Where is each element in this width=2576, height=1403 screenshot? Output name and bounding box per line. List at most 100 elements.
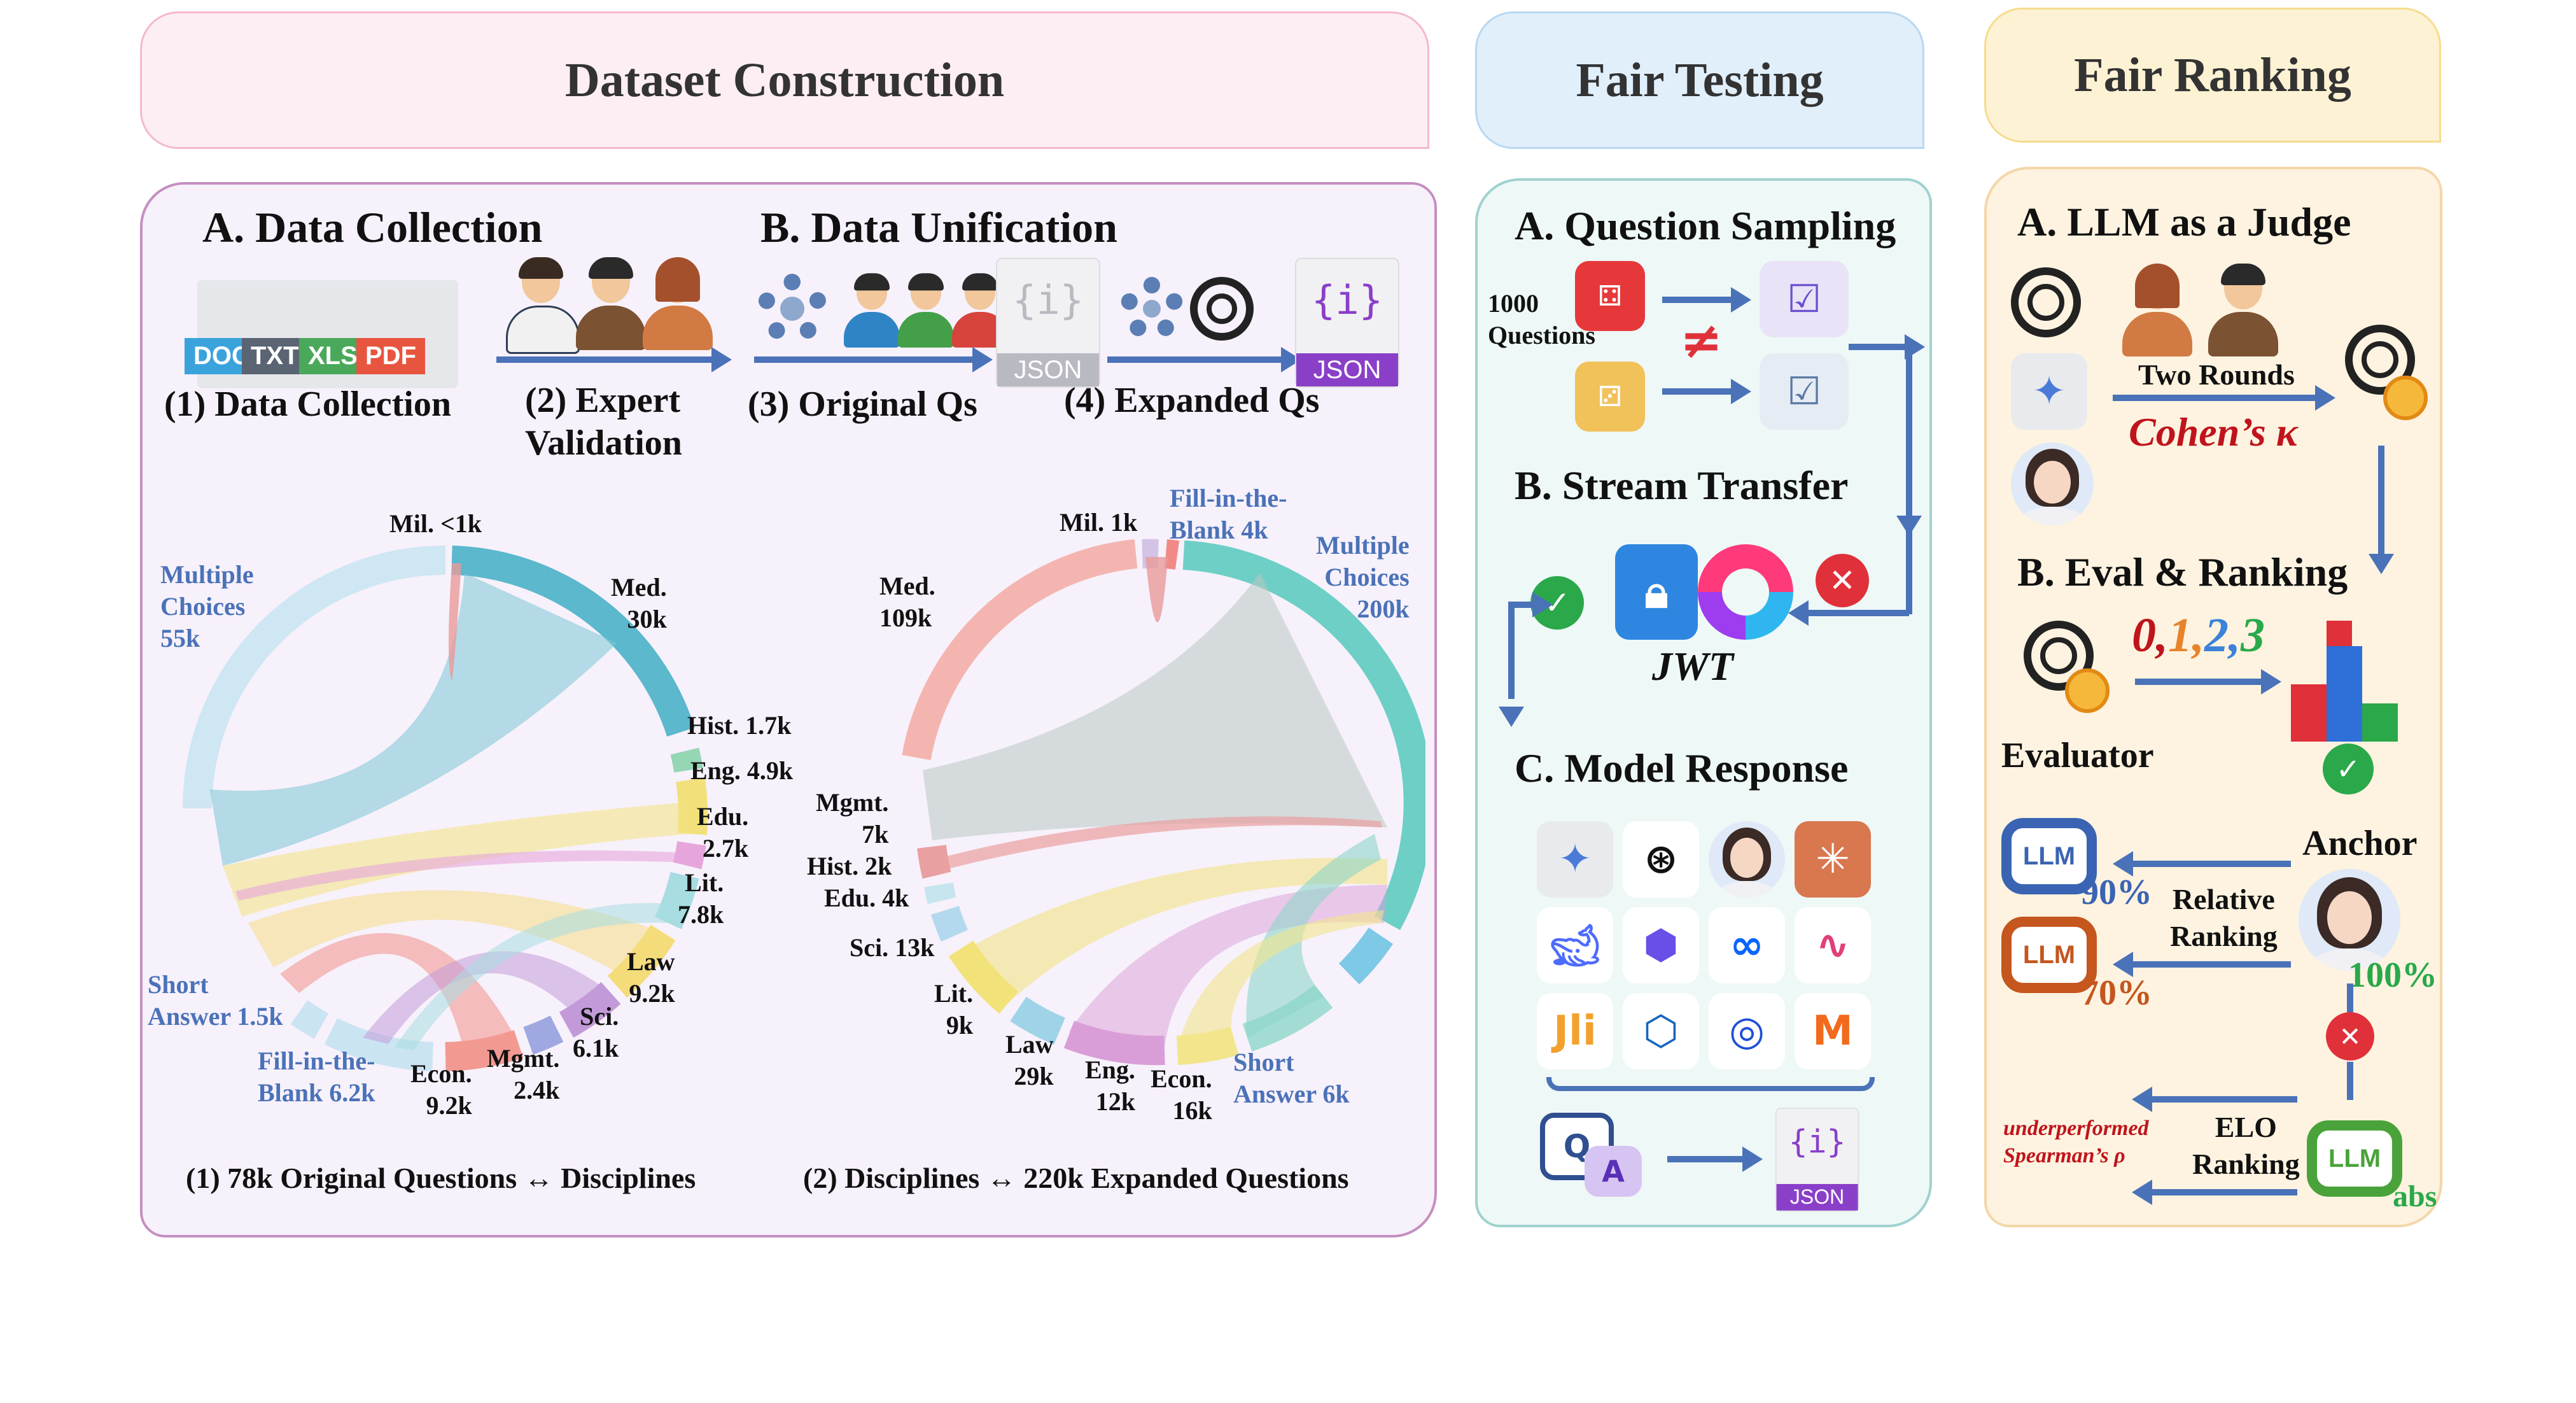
lock-icon: 🔒︎	[1615, 544, 1698, 640]
human-judge-2	[2208, 264, 2278, 356]
group-icon-2	[898, 273, 954, 348]
step-original-qs: (3) Original Qs	[748, 384, 977, 424]
qa-icon-a: A	[1585, 1146, 1642, 1197]
blue-percent: 90%	[2081, 873, 2152, 912]
c2-mgmt: Mgmt. 7k	[816, 788, 889, 849]
human-judge-1	[2122, 264, 2192, 356]
llm-blue-text: LLM	[2022, 842, 2076, 870]
dataset-tab-title: Dataset Construction	[564, 53, 1005, 107]
c2-law: Law 29k	[1005, 1030, 1054, 1090]
openai-model-icon: ⊛	[1623, 821, 1699, 898]
ribbon2-mil	[1145, 557, 1168, 623]
data-collection-title: A. Data Collection	[202, 203, 543, 251]
c1-eng: Eng. 4.9k	[690, 756, 794, 785]
gemini-icon: ✦	[1537, 821, 1613, 898]
pdf-file-icon: PDF	[356, 280, 458, 388]
arc-lit	[654, 871, 699, 929]
c1-law: Law 9.2k	[627, 947, 675, 1008]
score-3: 3	[2241, 609, 2265, 662]
c2-edu: Edu. 4k	[824, 884, 909, 912]
score-scale: 0,1,2,3	[2132, 609, 2265, 662]
anchor-down-line	[2347, 984, 2353, 1012]
checklist-icon-1: ☑	[1760, 261, 1849, 337]
json-label-response: JSON	[1776, 1184, 1858, 1211]
c2-econ: Econ. 16k	[1151, 1064, 1212, 1125]
c2-sci: Sci. 13k	[850, 933, 935, 962]
deepseek-icon: 🐋︎	[1537, 907, 1613, 984]
arrow-evaluator-to-chart	[2135, 669, 2281, 694]
arc2-law	[1063, 1020, 1165, 1066]
arc-mgmt	[523, 1015, 564, 1055]
c2-hist: Hist. 2k	[807, 852, 892, 880]
checklist-icon-2: ☑	[1760, 353, 1849, 430]
judge-to-eval-line	[2378, 446, 2384, 560]
connector-v3	[1508, 603, 1515, 699]
c1-fill-in-the-blank: Fill-in-the- Blank 6.2k	[258, 1047, 375, 1107]
meta-icon: ∞	[1709, 907, 1785, 984]
red-dice-icon: ⚃	[1575, 261, 1645, 331]
mistral-icon: M	[1795, 993, 1871, 1069]
arrow-to-expanded	[1107, 347, 1301, 372]
questions-count: 1000 Questions	[1488, 289, 1595, 349]
arc2-lit	[1010, 996, 1066, 1045]
c1-lit: Lit. 7.8k	[678, 868, 724, 929]
ribbon-fib-lit	[395, 903, 675, 1050]
step-data-collection: (1) Data Collection	[164, 384, 452, 424]
jwt-label: JWT	[1652, 644, 1733, 689]
json-label-expanded: JSON	[1296, 353, 1398, 386]
connector-h3	[1508, 592, 1553, 617]
chord-diagram-expanded	[902, 539, 1425, 1066]
gear-icon-2	[1120, 277, 1184, 341]
connector-v1	[1906, 344, 1912, 611]
c1-med: Med. 30k	[611, 573, 667, 633]
elo-ranking-label: ELO Ranking	[2192, 1111, 2300, 1180]
arc2-hist	[924, 882, 956, 905]
arc2-econ	[1242, 984, 1333, 1052]
c1-hist: Hist. 1.7k	[687, 711, 792, 740]
data-unification-title: B. Data Unification	[760, 203, 1117, 251]
dataset-construction-tab: Dataset Construction	[140, 11, 1429, 149]
xls-tag: XLS	[299, 338, 367, 374]
anchor-percent: 100%	[2348, 955, 2437, 995]
orbit-model-icon: ◎	[1709, 993, 1785, 1069]
arrow-elo-top	[2132, 1087, 2297, 1112]
ribbon-mc-edu	[235, 850, 690, 901]
close-icon-red: ✕	[1816, 554, 1869, 607]
anchor-down-line-2	[2347, 1062, 2353, 1100]
llm-orange-text: LLM	[2022, 940, 2076, 969]
underperformed-label: underperformed Spearman’s ρ	[2003, 1117, 2149, 1167]
fair-testing-tab: Fair Testing	[1475, 11, 1924, 149]
c1-mgmt: Mgmt. 2.4k	[487, 1044, 560, 1104]
llm-robot-blue: LLM	[2001, 818, 2097, 894]
ribbon-mc-econ	[280, 933, 519, 1054]
arc-eng	[676, 777, 708, 835]
question-sampling-title: A. Question Sampling	[1515, 203, 1896, 248]
group-icon-1	[844, 273, 900, 348]
jwt-burst-icon	[1698, 544, 1793, 640]
json-icon-expanded: {i} JSON	[1295, 258, 1399, 388]
judge-to-eval-head	[2369, 554, 2394, 574]
testing-tab-title: Fair Testing	[1576, 53, 1824, 107]
ribbon-mc-mil	[449, 563, 461, 681]
c2-eng: Eng. 12k	[1085, 1055, 1135, 1116]
openai-judge-icon	[2011, 267, 2081, 337]
c2-med: Med. 109k	[879, 572, 935, 632]
arrow-to-jwt	[1788, 600, 1909, 626]
arc-hist	[670, 747, 703, 773]
step-expert-validation: (2) Expert Validation	[525, 381, 682, 463]
c2-mil: Mil. 1k	[1060, 508, 1138, 537]
qa-a-text: A	[1602, 1154, 1625, 1188]
ribbon2-med-mc	[923, 573, 1387, 840]
evaluator-medal-icon	[2065, 668, 2110, 713]
arc2-edu	[931, 905, 969, 942]
c2-multiple-choices: Multiple Choices 200k	[1316, 531, 1410, 623]
arc-short-answer	[290, 1000, 329, 1040]
step-expanded-qs: (4) Expanded Qs	[1064, 381, 1320, 420]
bar-icon	[2291, 621, 2399, 742]
jili-icon: Jli	[1537, 993, 1613, 1069]
c1-short-answer: Short Answer 1.5k	[148, 970, 283, 1031]
llm-green-text: LLM	[2328, 1144, 2381, 1173]
claude-icon: ✳	[1795, 821, 1871, 898]
chord1-caption: (1) 78k Original Questions ↔ Disciplines	[186, 1162, 696, 1194]
gold-dice-icon: ⚂	[1575, 362, 1645, 432]
